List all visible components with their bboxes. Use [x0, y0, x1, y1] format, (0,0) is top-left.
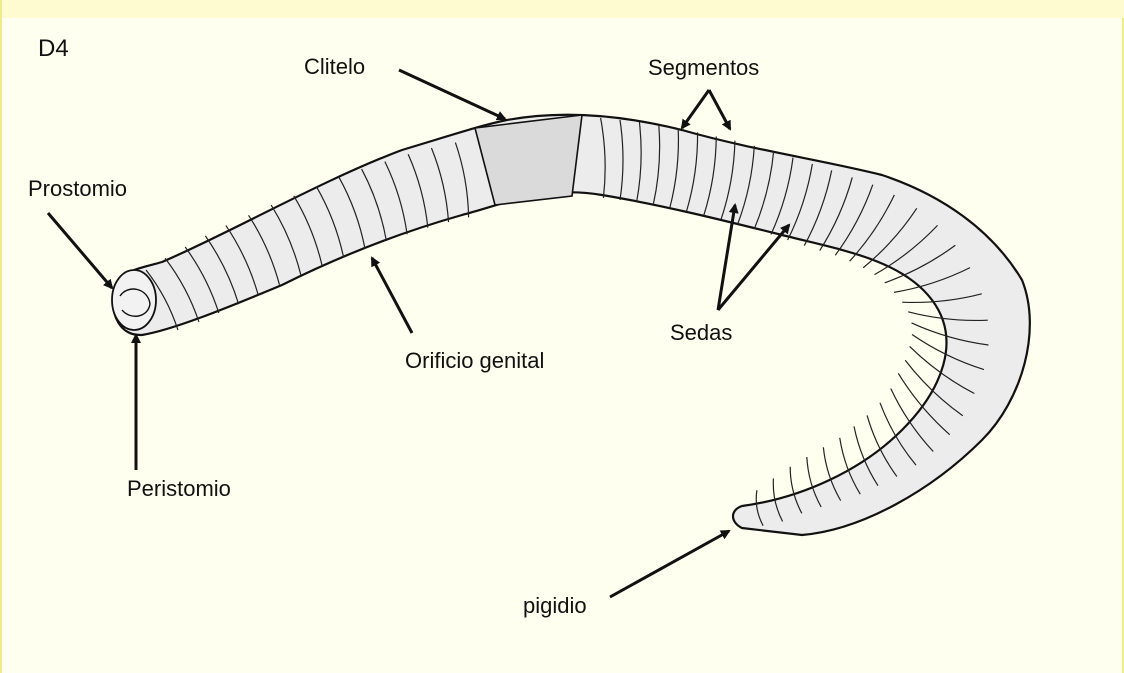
label-prostomio: Prostomio: [28, 178, 127, 200]
label-peristomio: Peristomio: [127, 478, 231, 500]
arrow-orificio: [372, 258, 412, 333]
label-clitelo: Clitelo: [304, 56, 365, 78]
arrow-segmentos-a: [682, 90, 709, 128]
panel-label: D4: [38, 37, 69, 61]
clitellum-band: [475, 115, 582, 205]
label-pigidio: pigidio: [523, 595, 587, 617]
arrow-prostomio: [48, 213, 112, 288]
label-segmentos: Segmentos: [648, 57, 759, 79]
arrow-segmentos-b: [709, 90, 730, 129]
label-orificio-genital: Orificio genital: [405, 350, 544, 372]
arrow-clitelo: [399, 70, 505, 119]
arrow-pigidio: [610, 531, 729, 597]
label-sedas: Sedas: [670, 322, 732, 344]
